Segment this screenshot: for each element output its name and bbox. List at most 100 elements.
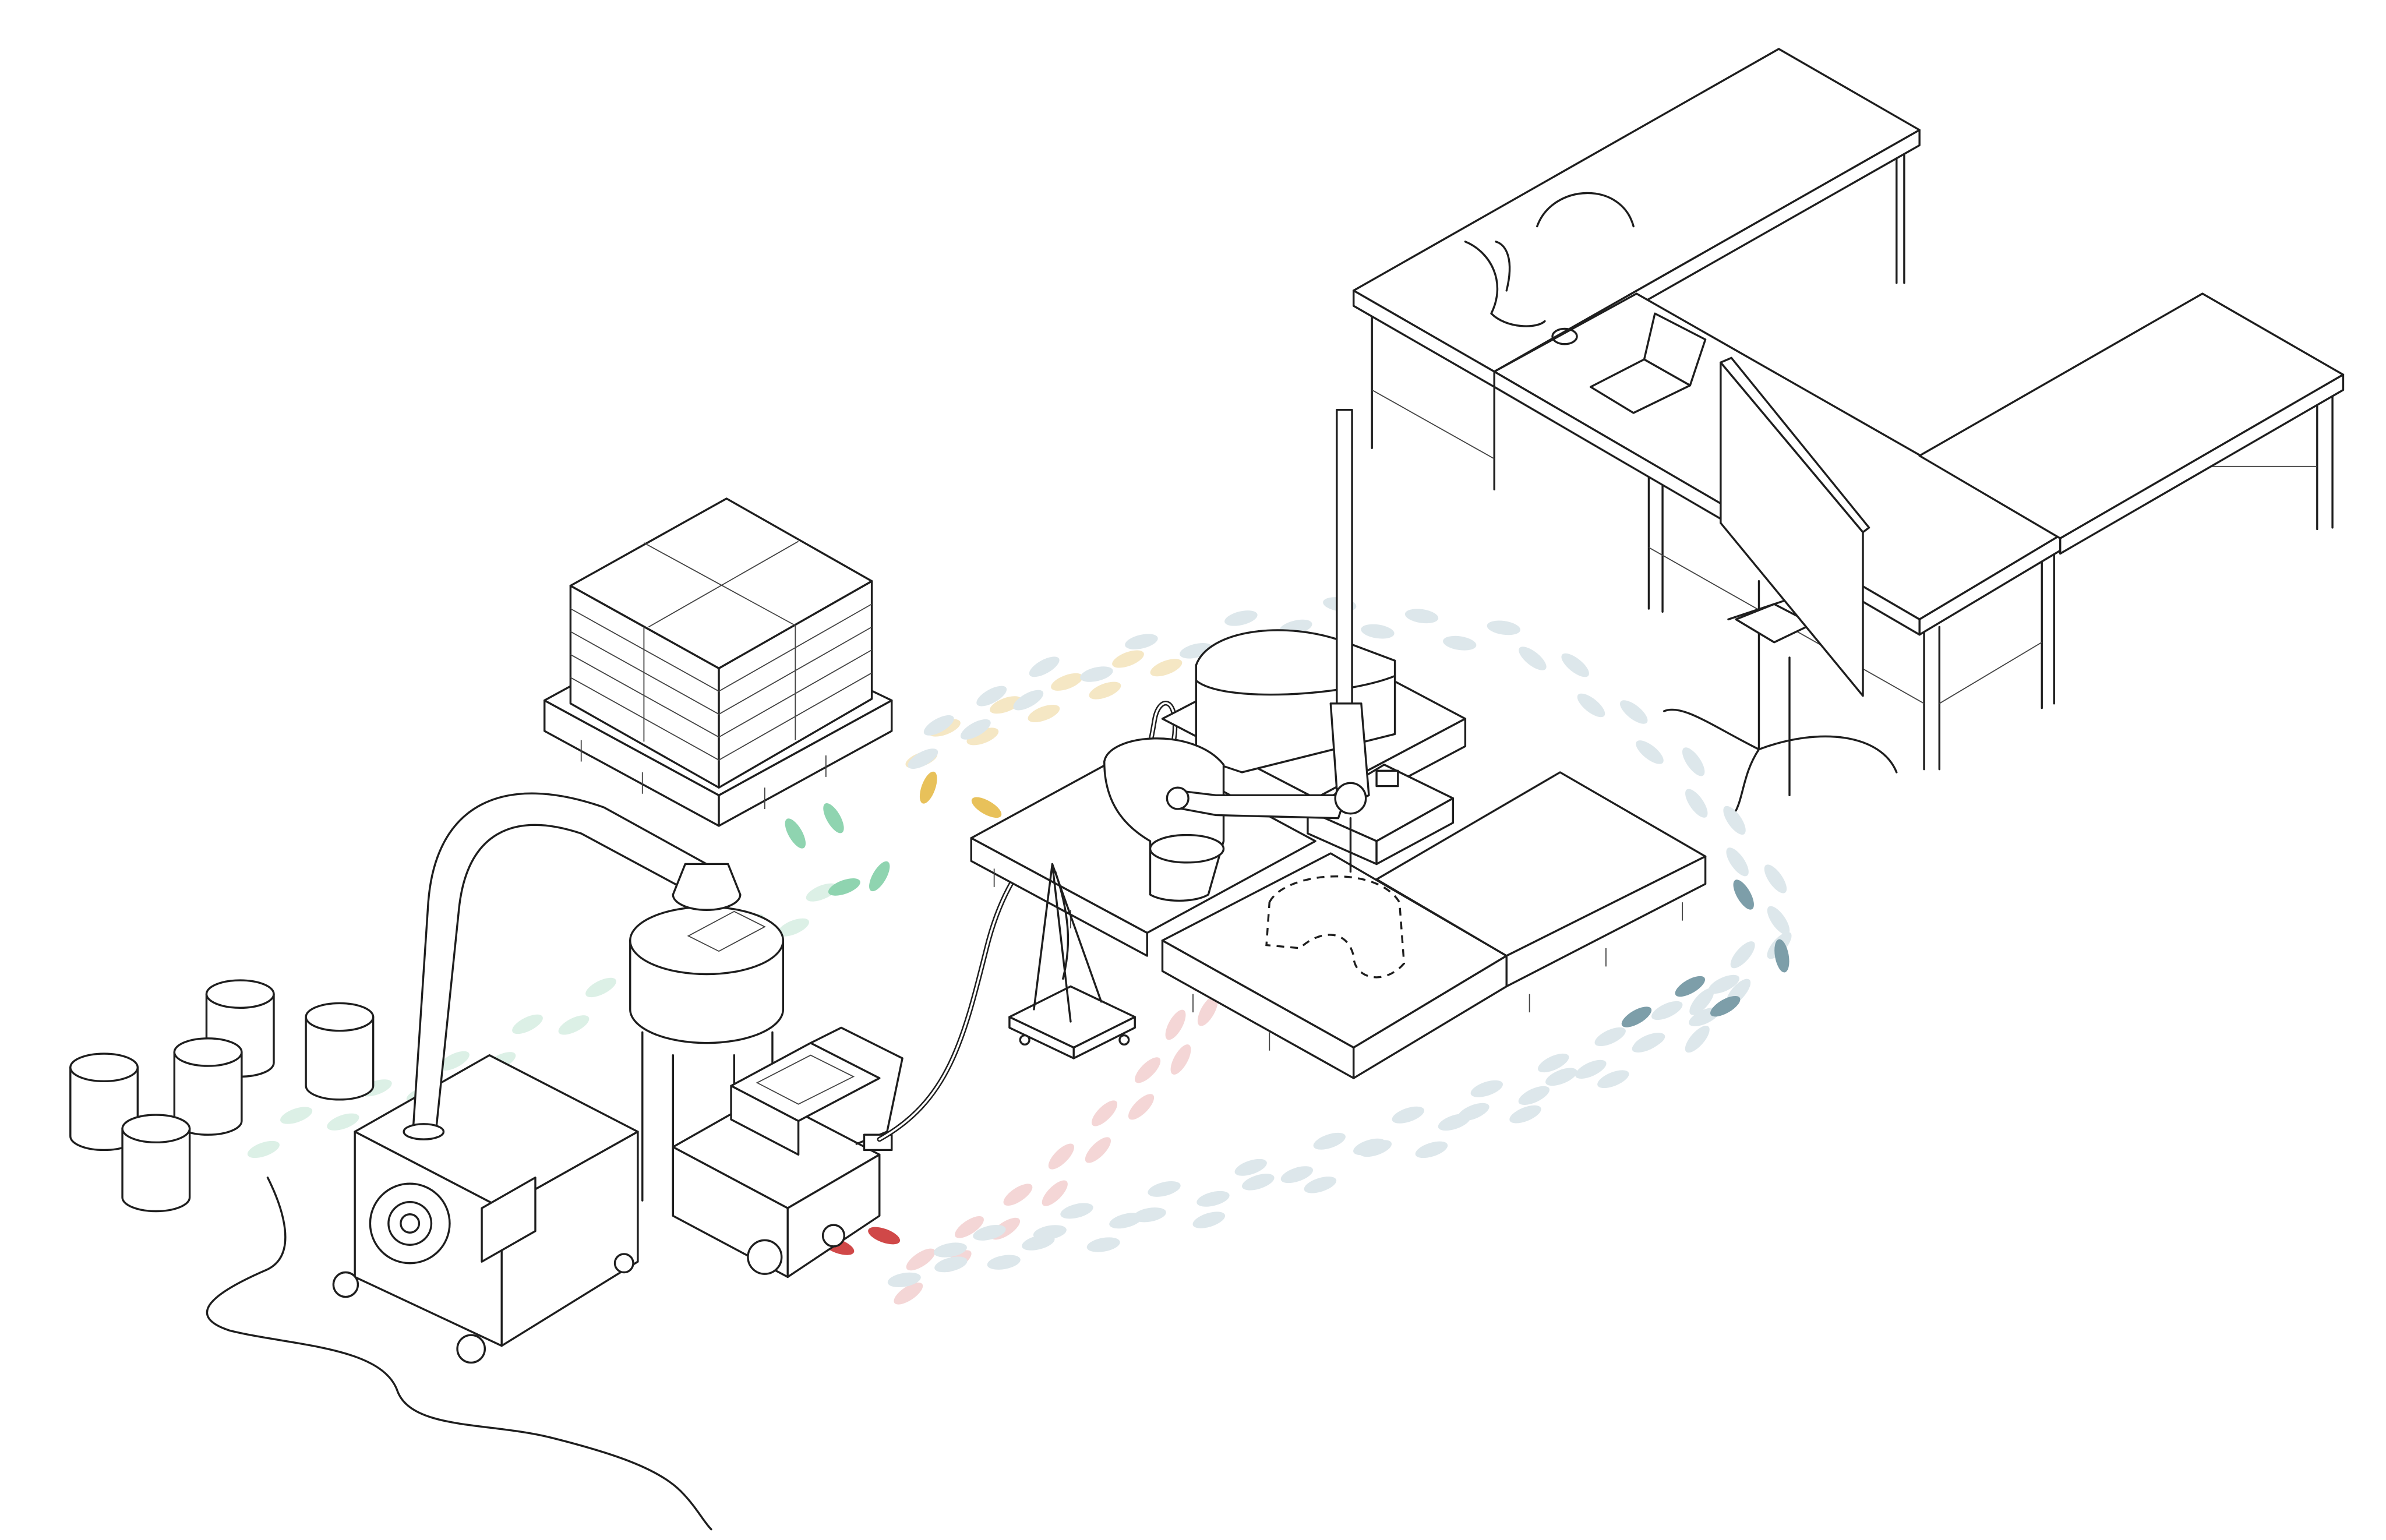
footprint bbox=[1621, 1006, 1652, 1027]
footprint bbox=[1051, 673, 1083, 691]
footprint bbox=[1042, 1180, 1068, 1206]
footprint bbox=[1685, 1026, 1710, 1053]
footprint bbox=[777, 918, 809, 937]
footprint bbox=[1109, 1213, 1142, 1229]
footprint bbox=[823, 803, 844, 833]
footprint bbox=[1048, 1143, 1074, 1170]
footprint bbox=[1170, 1044, 1191, 1075]
footprint bbox=[919, 771, 937, 804]
printed-wall bbox=[1265, 875, 1406, 979]
footprint bbox=[1234, 1158, 1267, 1176]
footprint bbox=[1242, 1174, 1275, 1191]
extraction-arm bbox=[412, 792, 708, 1133]
footprint bbox=[1089, 681, 1121, 700]
footprint bbox=[869, 861, 890, 892]
footprint bbox=[1723, 806, 1746, 835]
footprint bbox=[1029, 656, 1060, 677]
footprint bbox=[1636, 740, 1664, 764]
bucket bbox=[69, 1052, 139, 1152]
footprint bbox=[868, 1227, 901, 1245]
footprint bbox=[1148, 1181, 1181, 1197]
footprint bbox=[1313, 1132, 1346, 1150]
footprint bbox=[1359, 1140, 1392, 1157]
footprint bbox=[1708, 974, 1739, 994]
curved-part bbox=[1536, 192, 1635, 228]
footprint bbox=[1086, 1237, 1120, 1252]
footprint bbox=[1538, 1053, 1569, 1073]
footprint bbox=[1682, 747, 1705, 776]
footprint bbox=[1438, 1114, 1471, 1131]
footprint bbox=[1013, 690, 1044, 711]
footprint bbox=[1125, 634, 1158, 649]
footprint bbox=[1128, 1094, 1155, 1120]
footprint bbox=[327, 1113, 359, 1131]
footprint bbox=[1280, 1166, 1314, 1184]
wheel bbox=[332, 1271, 359, 1298]
footprint bbox=[894, 1283, 923, 1305]
footprint bbox=[439, 1051, 470, 1071]
footprint bbox=[1675, 976, 1706, 997]
footprint bbox=[1361, 624, 1395, 639]
footprint bbox=[1196, 1191, 1230, 1207]
footprint bbox=[1689, 988, 1714, 1015]
footprint bbox=[1685, 789, 1708, 818]
footprint bbox=[1519, 647, 1547, 670]
footprint bbox=[987, 1255, 1021, 1270]
footprint bbox=[1443, 635, 1477, 651]
footprint bbox=[1594, 1027, 1626, 1047]
footprint bbox=[971, 797, 1002, 818]
footprint bbox=[966, 727, 999, 746]
footprint bbox=[908, 748, 938, 769]
footprint bbox=[1150, 659, 1183, 677]
footprint bbox=[1392, 1106, 1424, 1124]
laptop bbox=[1589, 312, 1707, 414]
footprint bbox=[1619, 700, 1648, 724]
footprint bbox=[1085, 1137, 1111, 1163]
robot-arm bbox=[1329, 702, 1370, 812]
footprint bbox=[1774, 939, 1790, 973]
dust-collector bbox=[332, 792, 708, 1364]
footprint bbox=[906, 1248, 936, 1271]
footprint bbox=[558, 1015, 590, 1035]
footprint bbox=[934, 1256, 968, 1273]
curved-part bbox=[1464, 241, 1546, 327]
footprint bbox=[1080, 666, 1113, 682]
footprint bbox=[585, 977, 616, 998]
hose-cart bbox=[1008, 863, 1136, 1059]
footprint bbox=[933, 1242, 967, 1258]
footprint bbox=[1518, 1086, 1550, 1105]
footprint bbox=[280, 1107, 313, 1124]
wheel bbox=[613, 1253, 634, 1274]
footprint bbox=[1651, 1001, 1683, 1020]
footprint bbox=[1730, 941, 1755, 969]
buckets bbox=[69, 979, 375, 1213]
footprint bbox=[1304, 1176, 1337, 1193]
footprint bbox=[1197, 995, 1218, 1026]
footprint bbox=[1726, 847, 1749, 877]
footprint bbox=[1091, 1100, 1118, 1126]
footprint bbox=[1710, 995, 1741, 1017]
footprint bbox=[828, 878, 860, 896]
footprint bbox=[1767, 906, 1790, 935]
footprint bbox=[923, 715, 954, 736]
footprint bbox=[1575, 1059, 1607, 1079]
footprint bbox=[960, 719, 991, 740]
footprint bbox=[1224, 610, 1258, 626]
robot-platform bbox=[970, 408, 1707, 1079]
bucket bbox=[173, 1037, 243, 1136]
monitor-on-stand bbox=[1663, 356, 1898, 812]
footprint bbox=[1764, 864, 1787, 893]
footprint bbox=[1470, 1080, 1503, 1097]
mortar-pump bbox=[672, 1026, 903, 1278]
footprint bbox=[1022, 1234, 1055, 1251]
footprint bbox=[1060, 1203, 1093, 1219]
cyclone-mixer bbox=[629, 863, 785, 1209]
pallet-of-bags bbox=[543, 497, 893, 827]
footprint bbox=[512, 1014, 543, 1034]
footprint bbox=[1165, 1009, 1186, 1040]
footprint bbox=[1112, 650, 1144, 668]
footprint bbox=[1597, 1070, 1629, 1089]
footprint bbox=[1003, 1184, 1033, 1206]
